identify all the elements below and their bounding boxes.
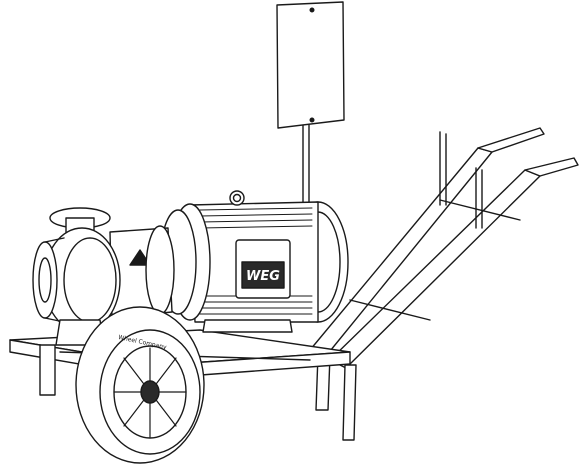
motor-badge <box>241 261 285 289</box>
wheel-hub <box>140 380 160 404</box>
sign-board <box>276 1 345 216</box>
coupling-housing <box>109 225 175 319</box>
warning-triangle-icon <box>129 249 151 266</box>
electric-motor: WEG <box>159 190 349 333</box>
centrifugal-pump <box>32 207 121 346</box>
wheel: Wheel Company <box>75 306 205 464</box>
handle-frame <box>309 127 579 441</box>
weg-logo: WEG <box>246 269 280 284</box>
